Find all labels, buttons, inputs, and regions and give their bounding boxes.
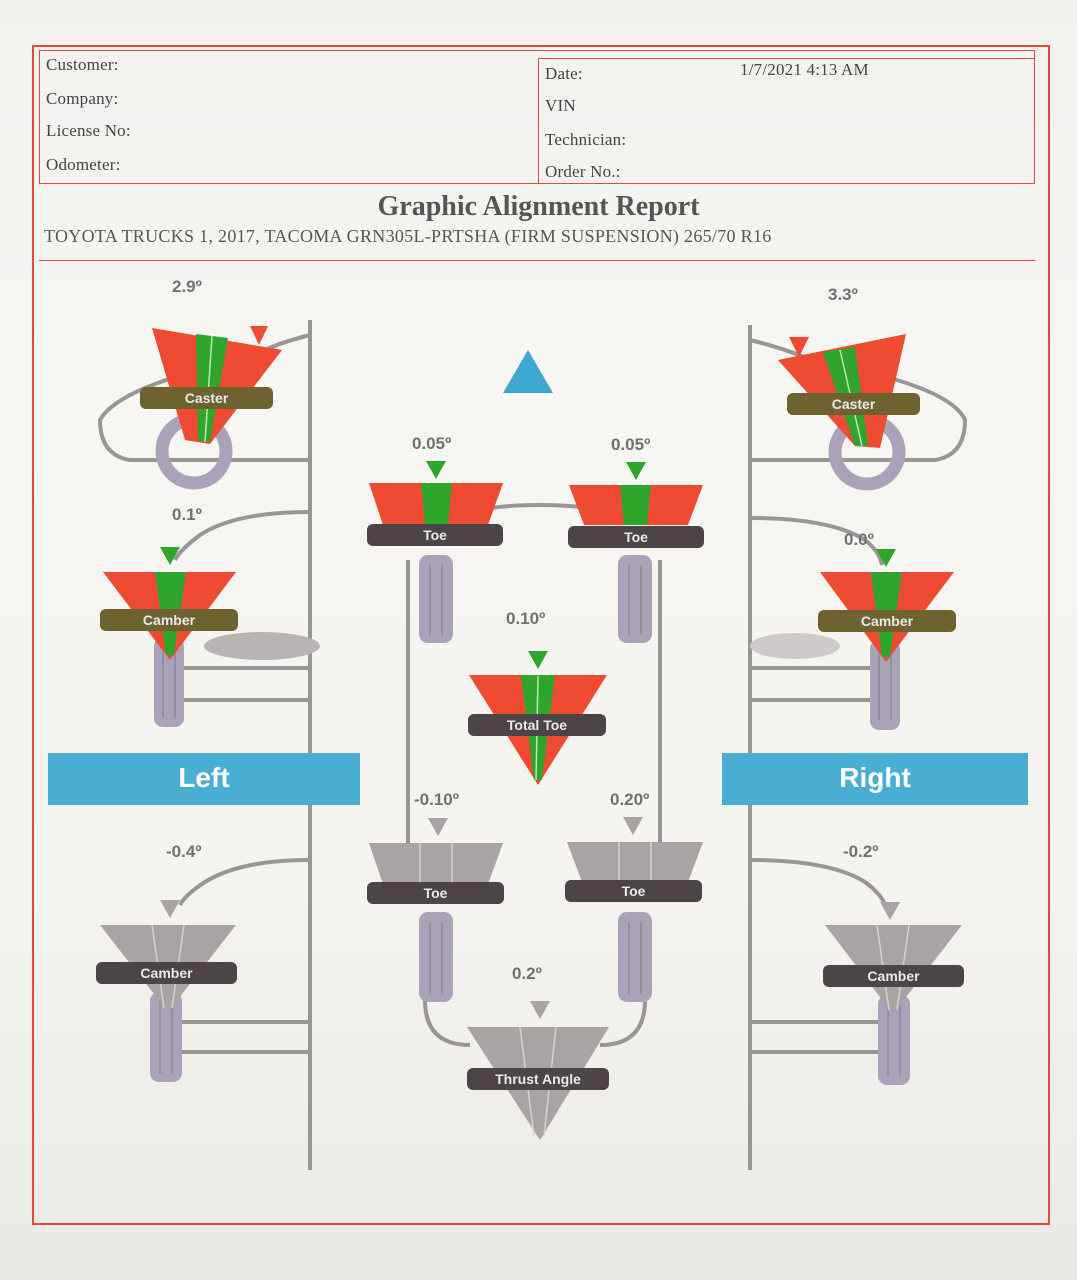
- left-caster-value: 2.9º: [172, 277, 202, 296]
- vehicle-outline: [97, 320, 968, 1170]
- rear-right-camber-gauge: [825, 902, 962, 1085]
- right-front-toe-gauge: [569, 462, 703, 643]
- thrust-angle-value: 0.2º: [512, 964, 542, 983]
- right-front-toe-label: Toe: [568, 526, 704, 548]
- report-frame: [32, 45, 1050, 1225]
- right-caster-gauge: [778, 334, 906, 491]
- pointer-icon: [530, 1001, 550, 1019]
- pointer-icon: [250, 326, 268, 345]
- right-caster-value: 3.3º: [828, 285, 858, 304]
- customer-label: Customer:: [46, 55, 119, 74]
- rear-right-toe-gauge: [567, 817, 703, 1002]
- header-box: [39, 50, 1035, 184]
- left-front-camber-label: Camber: [100, 609, 238, 631]
- left-front-toe-gauge: [369, 461, 503, 643]
- date-label: Date:: [545, 64, 583, 83]
- rear-left-toe-gauge: [369, 818, 503, 1002]
- right-front-camber-gauge: [820, 549, 954, 730]
- pointer-icon: [626, 462, 646, 480]
- pointer-icon: [876, 549, 896, 567]
- pointer-icon: [160, 900, 180, 918]
- vehicle-description: TOYOTA TRUCKS 1, 2017, TACOMA GRN305L-PR…: [44, 226, 772, 246]
- total-toe-label: Total Toe: [468, 714, 606, 736]
- report-title: Graphic Alignment Report: [377, 191, 700, 222]
- shadow: [204, 632, 320, 660]
- pointer-icon: [880, 902, 900, 920]
- license-label: License No:: [46, 121, 131, 140]
- pointer-icon: [428, 818, 448, 836]
- pointer-icon: [160, 547, 180, 565]
- left-front-camber-value: 0.1º: [172, 505, 202, 524]
- order-label: Order No.:: [545, 162, 621, 181]
- right-front-camber-label: Camber: [818, 610, 956, 632]
- rear-left-toe-value: -0.10º: [414, 790, 459, 809]
- right-front-toe-value: 0.05º: [611, 435, 651, 454]
- rear-right-camber-value: -0.2º: [843, 842, 879, 861]
- thrust-angle-label: Thrust Angle: [467, 1068, 609, 1090]
- pointer-icon: [426, 461, 446, 479]
- header-divider-top: [538, 58, 1035, 59]
- rear-right-camber-label: Camber: [823, 965, 964, 987]
- rear-left-camber-label: Camber: [96, 962, 237, 984]
- company-label: Company:: [46, 89, 119, 108]
- rear-right-toe-value: 0.20º: [610, 790, 650, 809]
- date-value: 1/7/2021 4:13 AM: [740, 60, 869, 79]
- technician-label: Technician:: [545, 130, 627, 149]
- rear-right-toe-label: Toe: [565, 880, 702, 902]
- left-side-banner: Left: [48, 753, 360, 805]
- pointer-icon: [789, 337, 809, 357]
- odometer-label: Odometer:: [46, 155, 121, 174]
- right-front-camber-value: 0.0º: [844, 530, 874, 549]
- pointer-icon: [528, 651, 548, 669]
- vin-label: VIN: [545, 96, 576, 115]
- section-divider: [39, 260, 1035, 261]
- direction-arrow-icon: [503, 350, 553, 393]
- left-caster-label: Caster: [140, 387, 273, 409]
- header-divider: [538, 58, 539, 184]
- shadow: [750, 633, 840, 659]
- pointer-icon: [623, 817, 643, 835]
- rear-left-toe-label: Toe: [367, 882, 504, 904]
- right-side-banner: Right: [722, 753, 1028, 805]
- left-front-toe-value: 0.05º: [412, 434, 452, 453]
- total-toe-value: 0.10º: [506, 609, 546, 628]
- rear-left-camber-value: -0.4º: [166, 842, 202, 861]
- rear-left-camber-gauge: [100, 900, 236, 1082]
- left-front-toe-label: Toe: [367, 524, 503, 546]
- right-caster-label: Caster: [787, 393, 920, 415]
